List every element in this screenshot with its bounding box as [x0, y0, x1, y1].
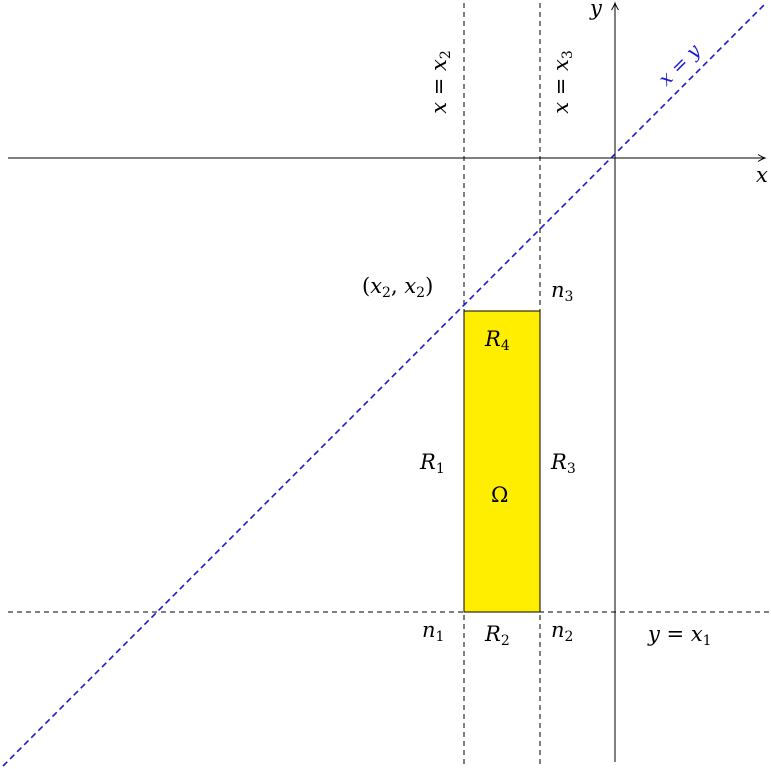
label-n2: n2 [551, 618, 574, 645]
label-y-equals-x1: y = x1 [648, 622, 712, 649]
label-region-omega: Ω [491, 483, 509, 507]
label-n1: n1 [422, 618, 445, 645]
label-n3: n3 [551, 278, 574, 305]
label-corner-point: (x2, x2) [362, 274, 434, 301]
region-omega-rect [463, 310, 541, 613]
label-region-r2: R2 [485, 622, 510, 649]
x-axis-label: x [756, 163, 768, 187]
label-region-r3: R3 [551, 450, 576, 477]
label-x-equals-x2: x = x2 [427, 50, 454, 114]
label-region-r4: R4 [485, 327, 510, 354]
label-x-equals-x3: x = x3 [549, 50, 576, 114]
label-region-r1: R1 [420, 450, 445, 477]
y-axis-label: y [590, 0, 602, 20]
